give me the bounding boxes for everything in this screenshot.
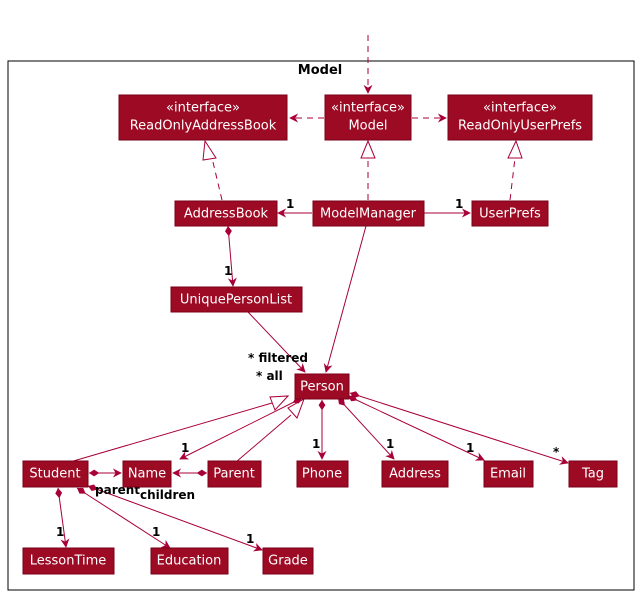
edge-uniquepersonlist-person [247,311,306,373]
edge-student-generalizes-person [69,402,273,463]
stereotype: «interface» [166,101,240,116]
edge-parent-generalizes-person [235,414,292,463]
class-name: Name [128,467,166,482]
nodes: «interface» ReadOnlyAddressBook «interfa… [22,94,618,575]
label-student-grade: 1 [246,532,254,546]
class-name: Grade [268,554,308,569]
class-name: Phone [302,467,342,482]
label-person-address: 1 [386,437,394,451]
class-name: Model [348,119,387,134]
edge-student-lessontime [55,487,70,548]
node-education[interactable]: Education [150,547,229,575]
realization-triangle-addressbook [202,139,217,161]
edge-person-tag [349,391,569,465]
node-name[interactable]: Name [122,460,172,488]
realization-triangle-userprefs [507,139,523,159]
node-student[interactable]: Student [22,460,89,488]
label-person-name: 1 [181,441,189,455]
edges [55,35,569,552]
node-readonlyaddressbook[interactable]: «interface» ReadOnlyAddressBook [118,94,288,141]
node-parent[interactable]: Parent [207,460,262,488]
realization-triangle-model [360,139,376,159]
class-name: Email [490,467,526,482]
class-name: AddressBook [184,207,269,222]
class-name: UserPrefs [479,207,541,222]
class-name: Tag [581,467,604,482]
node-email[interactable]: Email [483,460,534,488]
edge-labels: 1 1 1 * filtered * all 1 1 1 1 * parent … [56,197,560,546]
label-student-education: 1 [152,525,160,539]
class-name: LessonTime [30,554,107,569]
edge-userprefs-realizes [509,157,516,201]
label-student-lesson: 1 [56,525,64,539]
node-lessontime[interactable]: LessonTime [22,547,115,575]
label-mm-ab: 1 [286,197,294,211]
node-userprefs[interactable]: UserPrefs [471,200,549,227]
node-person[interactable]: Person [294,373,350,400]
edge-modelmanager-person [323,225,367,373]
label-person-tag: * [553,445,560,459]
node-uniquepersonlist[interactable]: UniquePersonList [170,286,303,313]
node-phone[interactable]: Phone [296,460,349,488]
generalization-triangle-student [269,395,290,411]
class-name: ModelManager [320,207,417,222]
class-name: Person [300,380,344,395]
node-modelmanager[interactable]: ModelManager [312,200,425,227]
stereotype: «interface» [331,101,405,116]
label-person-email: 1 [466,441,474,455]
stereotype: «interface» [483,101,557,116]
label-children-role: children [140,488,195,502]
class-name: ReadOnlyUserPrefs [458,119,582,134]
label-all: * all [256,369,283,383]
class-name: UniquePersonList [180,293,292,308]
class-name: Parent [213,467,255,482]
class-name: Education [157,554,222,569]
edge-person-name [179,397,303,460]
class-name: Address [389,467,441,482]
label-mm-up: 1 [455,197,463,211]
package-title: Model [298,63,342,78]
node-addressbook[interactable]: AddressBook [174,200,278,227]
model-package: Model [7,60,635,591]
class-name: ReadOnlyAddressBook [130,119,277,134]
node-tag[interactable]: Tag [568,460,618,488]
label-ab-upl: 1 [224,264,232,278]
edge-addressbook-uniquepersonlist [225,225,237,287]
edge-person-email [347,395,485,461]
node-model-interface[interactable]: «interface» Model [324,94,412,141]
node-grade[interactable]: Grade [262,547,314,575]
edge-addressbook-realizes [211,157,223,201]
edge-student-grade [87,484,263,552]
label-filtered: * filtered [248,351,308,365]
label-person-phone: 1 [312,437,320,451]
class-name: Student [29,467,80,482]
node-readonlyuserprefs[interactable]: «interface» ReadOnlyUserPrefs [447,94,593,141]
node-address[interactable]: Address [381,460,449,488]
